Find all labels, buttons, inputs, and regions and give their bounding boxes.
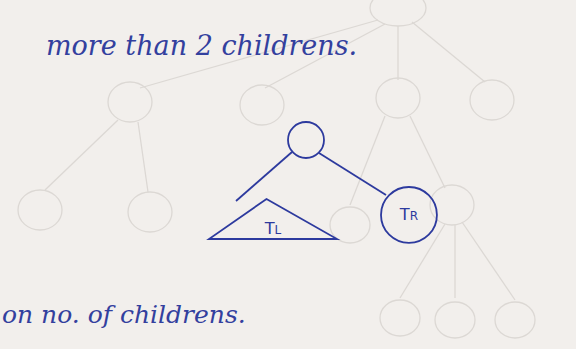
handwritten-note: more than 2 childrens.: [46, 30, 357, 61]
left-branch: [236, 152, 292, 201]
root-circle: [288, 122, 324, 158]
subtree-triangle: TL: [208, 198, 338, 240]
right-branch: [319, 153, 386, 195]
subtree-circle: TR: [380, 186, 438, 244]
subtree-label: TL: [208, 219, 338, 238]
subtree-label: TR: [380, 205, 438, 224]
handwritten-note: on no. of childrens.: [2, 300, 246, 329]
